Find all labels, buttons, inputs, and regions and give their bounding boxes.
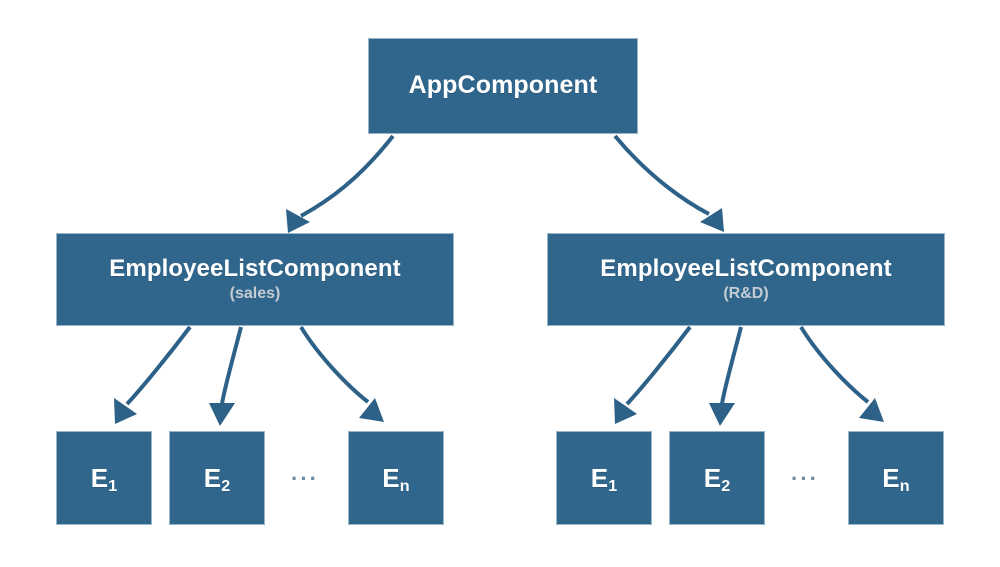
node-employee-rnd-1[interactable]: E1 — [556, 431, 652, 525]
edge-app-to-right-list — [613, 134, 724, 232]
edge-left-list-to-leaf-2 — [209, 326, 243, 426]
node-employee-list-sales-label: EmployeeListComponent — [109, 255, 401, 282]
edge-right-list-to-leaf-1 — [614, 325, 692, 424]
node-employee-sales-n[interactable]: En — [348, 431, 444, 525]
node-employee-sales-1-label: E1 — [90, 462, 118, 496]
node-employee-list-rnd-subtitle: (R&D) — [723, 285, 769, 303]
ellipsis-sales: ··· — [291, 466, 319, 491]
node-app-component-label: AppComponent — [408, 71, 598, 100]
node-app-component[interactable]: AppComponent — [368, 38, 638, 134]
node-employee-rnd-n[interactable]: En — [848, 431, 944, 525]
node-employee-list-sales-subtitle: (sales) — [229, 285, 281, 303]
edge-right-list-to-leaf-3 — [799, 325, 884, 422]
node-employee-sales-2[interactable]: E2 — [169, 431, 265, 525]
node-employee-list-sales[interactable]: EmployeeListComponent (sales) — [56, 233, 454, 326]
node-employee-rnd-2[interactable]: E2 — [669, 431, 765, 525]
ellipsis-rnd: ··· — [791, 466, 819, 491]
edge-app-to-left-list — [286, 134, 395, 233]
node-employee-rnd-1-label: E1 — [590, 462, 618, 496]
node-employee-rnd-2-label: E2 — [703, 462, 731, 496]
node-employee-sales-1[interactable]: E1 — [56, 431, 152, 525]
edge-left-list-to-leaf-1 — [114, 325, 192, 424]
node-employee-list-rnd-label: EmployeeListComponent — [600, 255, 892, 282]
edge-left-list-to-leaf-3 — [299, 325, 384, 422]
node-employee-rnd-n-label: En — [882, 462, 910, 496]
node-employee-list-rnd[interactable]: EmployeeListComponent (R&D) — [547, 233, 945, 326]
edge-right-list-to-leaf-2 — [709, 326, 743, 426]
node-employee-sales-n-label: En — [382, 462, 410, 496]
node-employee-sales-2-label: E2 — [203, 462, 231, 496]
